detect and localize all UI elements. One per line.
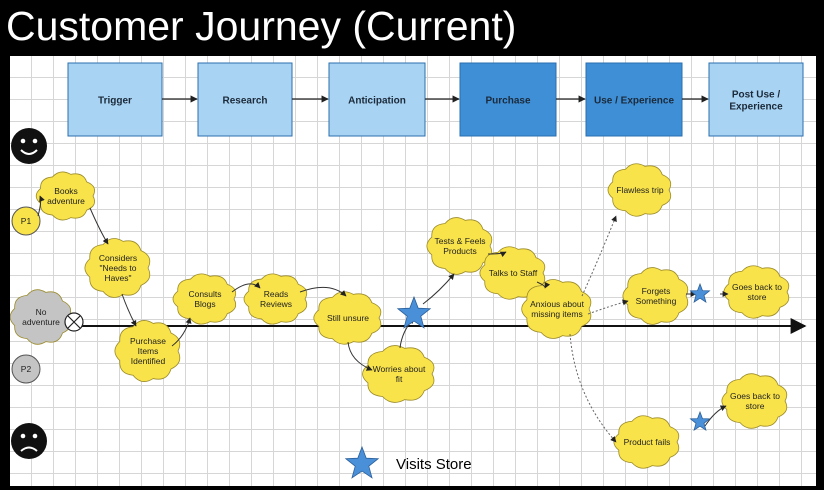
connector-arrow xyxy=(581,215,617,297)
stage-box xyxy=(459,62,557,137)
connector-arrow xyxy=(89,207,109,245)
visits-store-star-icon xyxy=(689,410,711,432)
stage-label: Post Use /Experience xyxy=(729,90,783,113)
journey-diagram: Trigger Research Anticipation Purchase Use /… xyxy=(10,62,807,479)
connector-arrow xyxy=(37,195,45,217)
sad-face-icon xyxy=(11,423,47,459)
cloud-label: Product fails xyxy=(624,437,671,447)
cloud-label: Talks to Staff xyxy=(489,268,538,278)
cloud-flawless: Flawless trip xyxy=(607,163,672,217)
connector-arrow xyxy=(536,281,551,289)
cloud-still-unsure: Still unsure xyxy=(313,291,382,345)
stage-box xyxy=(585,62,683,137)
persona-label: P2 xyxy=(21,364,32,374)
stage-label: Research xyxy=(222,96,267,107)
cloud-product-fails: Product fails xyxy=(613,415,680,469)
persona-label: P1 xyxy=(21,216,32,226)
connector-arrow xyxy=(587,299,629,315)
connector-arrow xyxy=(569,333,617,443)
stage-label: Purchase xyxy=(485,96,530,107)
connector-arrow xyxy=(299,286,347,297)
journey-board: Trigger Research Anticipation Purchase Use /… xyxy=(10,56,816,486)
page-title: Customer Journey (Current) xyxy=(6,3,517,49)
visits-store-star-icon xyxy=(396,295,432,329)
stage-box xyxy=(67,62,163,137)
persona-badge xyxy=(11,206,41,236)
visits-store-star-icon xyxy=(689,282,711,304)
connector-arrow xyxy=(422,273,455,305)
connector-arrow xyxy=(704,405,727,427)
connector-arrow xyxy=(347,341,373,371)
connector-arrow xyxy=(171,317,192,347)
stage-label: Anticipation xyxy=(348,96,406,107)
cloud-label: Flawless trip xyxy=(616,185,664,195)
stage-label: Use / Experience xyxy=(594,96,674,107)
stage-label: Trigger xyxy=(98,96,132,107)
connector-arrow xyxy=(487,251,507,258)
stage-box xyxy=(328,62,426,137)
cloud-label: Still unsure xyxy=(327,313,369,323)
star-icon xyxy=(344,445,380,479)
stop-marker-cross xyxy=(67,315,81,329)
stage-box xyxy=(708,62,804,137)
persona-badge xyxy=(11,354,41,384)
happy-face-icon xyxy=(11,128,47,164)
legend-label: Visits Store xyxy=(396,456,472,473)
connector-arrow xyxy=(231,282,261,293)
connector-arrow xyxy=(121,293,137,327)
stage-box xyxy=(197,62,293,137)
